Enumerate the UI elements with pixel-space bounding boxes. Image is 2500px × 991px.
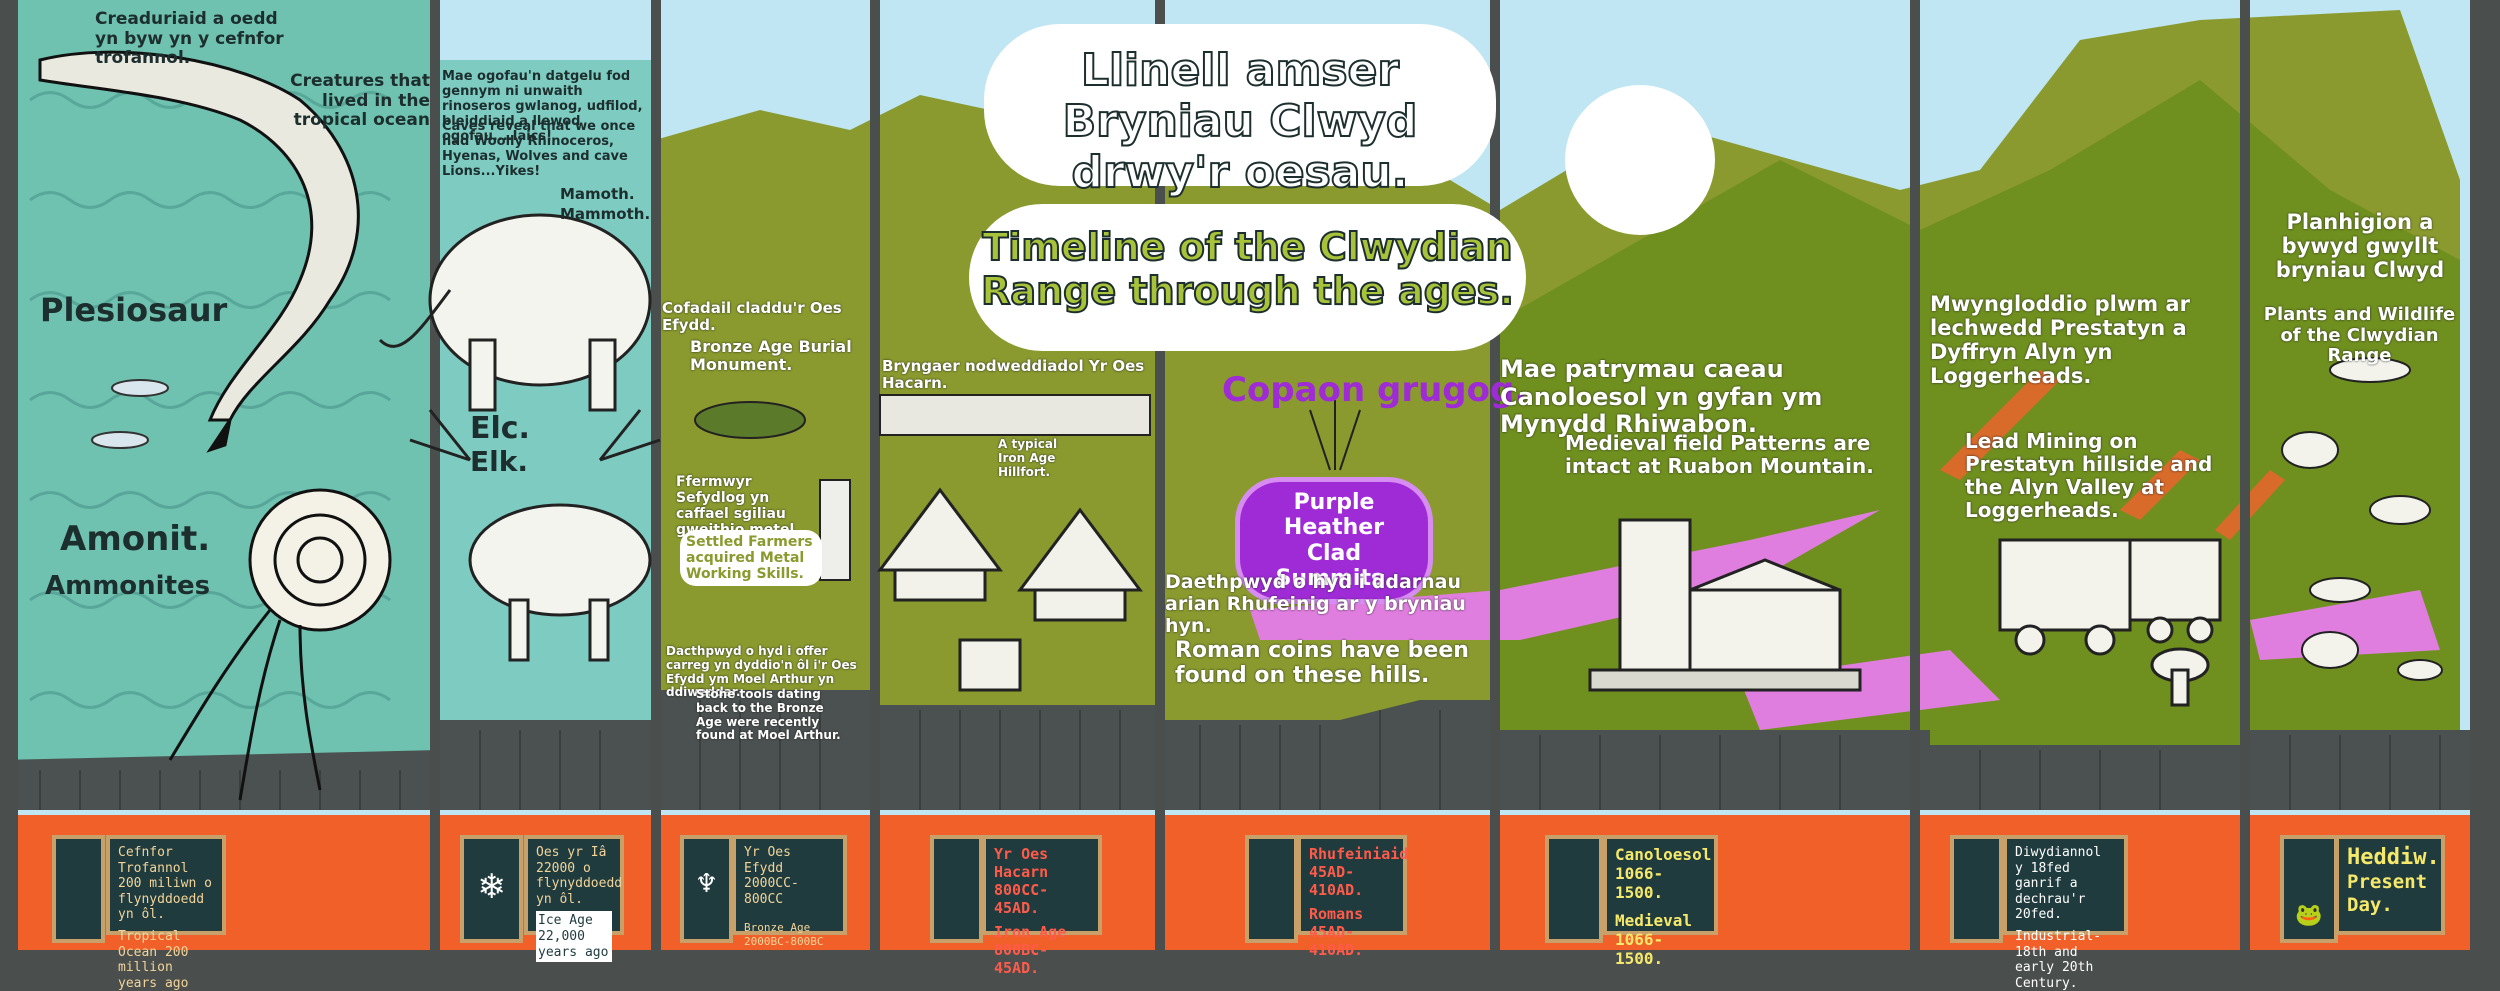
panel-1-date-en: Tropical Ocean 200 million years ago [118,928,189,991]
elk-label: Elk. [470,445,528,478]
panel-6-fields-cy: Mae patrymau caeau Canoloesol yn gyfan y… [1500,355,1823,439]
panel-7-date-en: Industrial-18th and early 20th Century. [2015,928,2102,991]
ocean-panel [18,0,430,780]
sun [1565,85,1715,235]
panel-6-date-en: Medieval 1066-1500. [1615,910,1693,968]
plaque-icon-8: 🐸 [2280,835,2338,943]
snowflake-icon: ❄ [477,867,506,907]
panel-3-burial-cy: Cofadail claddu'r Oes Efydd. [662,299,842,335]
fish-icon [91,431,149,449]
panel-8-wildlife-cy: Planhigion a bywyd gwyllt bryniau Clwyd [2275,210,2445,283]
mushroom-icon [2150,647,2210,707]
bronze-age-farmer [819,479,851,581]
ammonites-label: Ammonites [45,571,211,601]
panel-5-heather-cy: Copaon grugog. [1222,370,1528,410]
panel-7-date-label: Diwydiannol y 18fed ganrif a dechrau'r 2… [2003,835,2128,991]
church-illustration [1588,518,1862,692]
plaque-door-6 [1545,835,1603,943]
mammoth-cy-label: Mamoth. [560,185,635,203]
panel-2-date-label: Oes yr Iâ 22000 o flynyddoedd yn ôl. Ice… [524,835,624,963]
plesiosaur-illustration [38,50,360,453]
panel-2-date-en: Ice Age 22,000 years ago [536,911,612,963]
panel-5-coins-en: Roman coins have been found on these hil… [1175,638,1469,689]
fence [0,690,2500,810]
panel-5-date-cy: Rhufeiniaid 45AD-410AD. [1309,845,1409,899]
elc-label: Elc. [470,411,530,446]
panel-2-date-cy: Oes yr Iâ 22000 o flynyddoedd yn ôl. [536,845,623,907]
heather-field [1250,510,1880,640]
panel-4-date-en: Iron Age 800BC-45AD. [994,923,1067,977]
title-cloud-welsh [990,30,1490,180]
plaque-icon-2: ❄ [460,835,523,943]
panel-3-tools-cy: Dacthpwyd o hyd i offer carreg yn dyddio… [666,644,857,700]
title-english: Timeline of the Clwydian Range through t… [980,224,1515,314]
panel-1-creatures-en: Creatures that lived in the tropical oce… [290,71,430,131]
panel-5-date-label: Rhufeiniaid 45AD-410AD. Romans 45AD-410A… [1297,835,1409,959]
mammoth-en-label: Mammoth. [560,205,651,223]
panel-1-date-label: Cefnfor Trofannol 200 miliwn o flynyddoe… [106,835,226,991]
panel-2-caves-en: Caves reveal that we once had Woolly Rhi… [442,119,636,179]
roundhouse-illustrations [877,487,1143,692]
fish-icon [111,379,169,397]
panel-dividers [0,0,2500,958]
wildlife-illustrations [2281,357,2443,681]
fence-posts [39,700,2441,810]
panel-5-coins-cy: Daethpwyd o hyd i ddarnau arian Rhufeini… [1165,571,1466,637]
panel-1-creatures-cy: Creaduriaid a oedd yn byw yn y cefnfor t… [95,9,284,69]
panel-7-mining-en: Lead Mining on Prestatyn hillside and th… [1965,429,2213,522]
elk-illustration [409,409,661,662]
hillfort-wall [879,394,1151,436]
panel-8-wildlife-en: Plants and Wildlife of the Clwydian Rang… [2263,304,2456,367]
panel-6-date-label: Canoloesol 1066-1500. Medieval 1066-1500… [1603,835,1718,968]
panel-3-tools-en: Stone tools dating back to the Bronze Ag… [696,687,841,743]
plaque-door-1 [52,835,105,943]
panel-8-date-cy: Heddiw. [2347,845,2440,870]
panel-4-hillfort-cy: Bryngaer nodweddiadol Yr Oes Hacarn. [882,357,1145,393]
heather-plant-icon [1309,400,1361,471]
amonit-label: Amonit. [60,519,211,559]
plaque-icon-3: ♆ [680,835,733,943]
panel-3-date-en: Bronze Age 2000BC-800BC [744,921,824,948]
plaque-door-7 [1950,835,2003,943]
title-cloud-english [975,210,1520,345]
panel-7-mining-cy: Mwyngloddio plwm ar lechwedd Prestatyn a… [1930,292,2190,389]
panel-3-farmers-en: Settled Farmers acquired Metal Working S… [680,530,822,587]
panel-8-date-label: Heddiw. Present Day. [2335,835,2445,935]
panel-5-date-en: Romans 45AD-410AD. [1309,905,1364,959]
panel-7-date-cy: Diwydiannol y 18fed ganrif a dechrau'r 2… [2015,845,2102,923]
panel-5-heather-en: Purple Heather Clad Summits. [1240,482,1428,600]
panel-8-date-en: Present Day. [2347,871,2428,917]
title-welsh: Llinell amser Bryniau Clwyd drwy'r oesau… [1062,44,1419,199]
panel-6-date-cy: Canoloesol 1066-1500. [1615,845,1712,903]
heather-field-3 [2250,590,2440,660]
plaque-door-5 [1245,835,1298,943]
panel-4-hillfort-en: A typical Iron Age Hillfort. [998,437,1058,479]
panel-4-date-cy: Yr Oes Hacarn 800CC-45AD. [994,845,1049,917]
plaque-door-4 [930,835,983,943]
panel-2-caves-cy: Mae ogofau'n datgelu fod gennym ni unwai… [442,69,643,144]
mammoth-illustration [378,213,652,412]
panel-6-fields-en: Medieval field Patterns are intact at Ru… [1565,431,1874,478]
panel-3-date-label: Yr Oes Efydd 2000CC-800CC Bronze Age 200… [732,835,847,948]
heather-field-2 [1740,650,2000,730]
ammonite-illustration [168,488,392,801]
mushroom-small-icon: ♆ [694,869,719,899]
plesiosaur-label: Plesiosaur [40,291,228,329]
panel-4-date-label: Yr Oes Hacarn 800CC-45AD. Iron Age 800BC… [982,835,1102,977]
ice-age-panel [436,60,651,780]
burial-mound [694,401,806,439]
mine-cart-illustration [1998,538,2222,656]
panel-3-date-cy: Yr Oes Efydd 2000CC-800CC [744,845,799,907]
frog-icon: 🐸 [2295,903,2323,928]
panel-1-date-cy: Cefnfor Trofannol 200 miliwn o flynyddoe… [118,845,212,923]
panel-3-farmers-cy: Ffermwyr Sefydlog yn caffael sgiliau gwe… [676,474,800,538]
panel-3-burial-en: Bronze Age Burial Monument. [690,337,852,375]
